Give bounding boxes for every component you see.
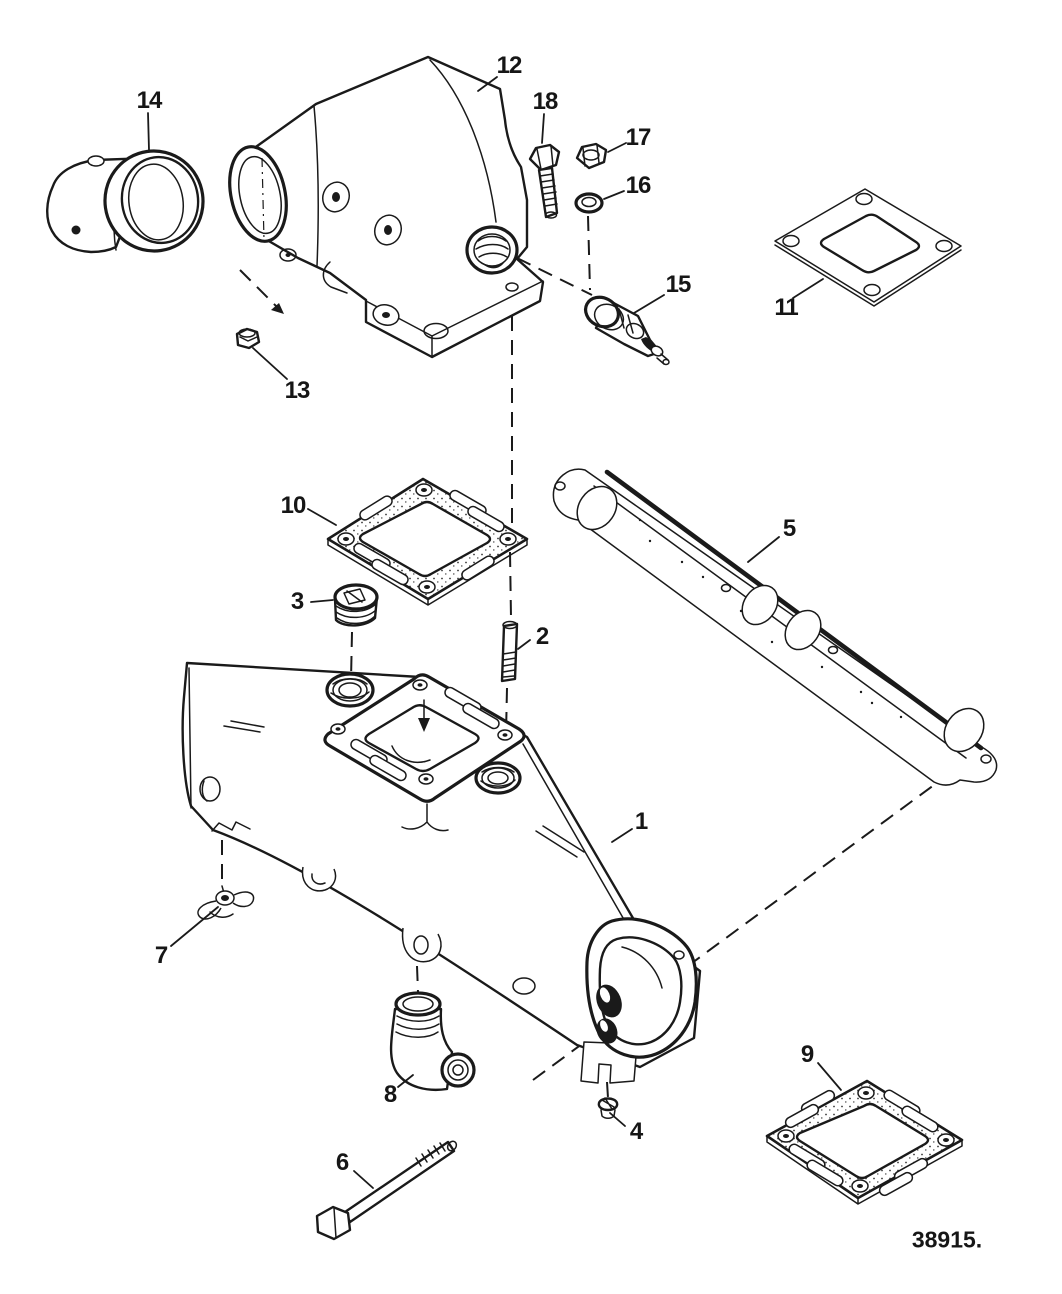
part-16-washer [574,192,604,214]
part-1-exhaust-manifold [181,661,702,1084]
part-11-gasket [774,188,962,307]
callout-1: 1 [634,808,648,835]
part-9-gasket [765,1079,964,1205]
callout-12: 12 [496,52,523,79]
callout-10: 10 [280,492,307,519]
part-15-drain-plug [584,295,670,366]
callout-9: 9 [800,1041,814,1068]
part-3-pipe-plug [333,583,379,627]
part-18-bolt [528,143,561,219]
part-12-exhaust-elbow [228,55,545,359]
part-2-stud [500,620,519,683]
part-17-nut [575,142,608,170]
callout-17: 17 [625,124,652,151]
callout-leader-lines [147,76,842,1189]
part-8-elbow-fitting [389,991,476,1091]
callout-13: 13 [284,377,311,404]
callout-8: 8 [383,1081,397,1108]
part-5-manifold-gasket [552,468,998,786]
part-13-plug [235,327,261,350]
callout-14: 14 [136,87,163,114]
callout-16: 16 [625,172,652,199]
callout-15: 15 [665,271,692,298]
drawing-number: 38915. [911,1226,983,1253]
callout-11: 11 [774,294,798,321]
gasket-5-stipple [638,518,903,719]
callout-5: 5 [782,515,796,542]
callout-7: 7 [154,942,168,969]
callout-3: 3 [290,588,304,615]
part-10-gasket [326,477,529,606]
part-14-hose-sleeve [46,149,205,254]
callout-18: 18 [532,88,559,115]
part-4-plug [597,1097,619,1119]
callout-4: 4 [629,1118,643,1145]
callout-6: 6 [335,1149,349,1176]
part-6-bolt [315,1140,458,1241]
part-7-clip [197,885,255,920]
callout-2: 2 [535,623,549,650]
